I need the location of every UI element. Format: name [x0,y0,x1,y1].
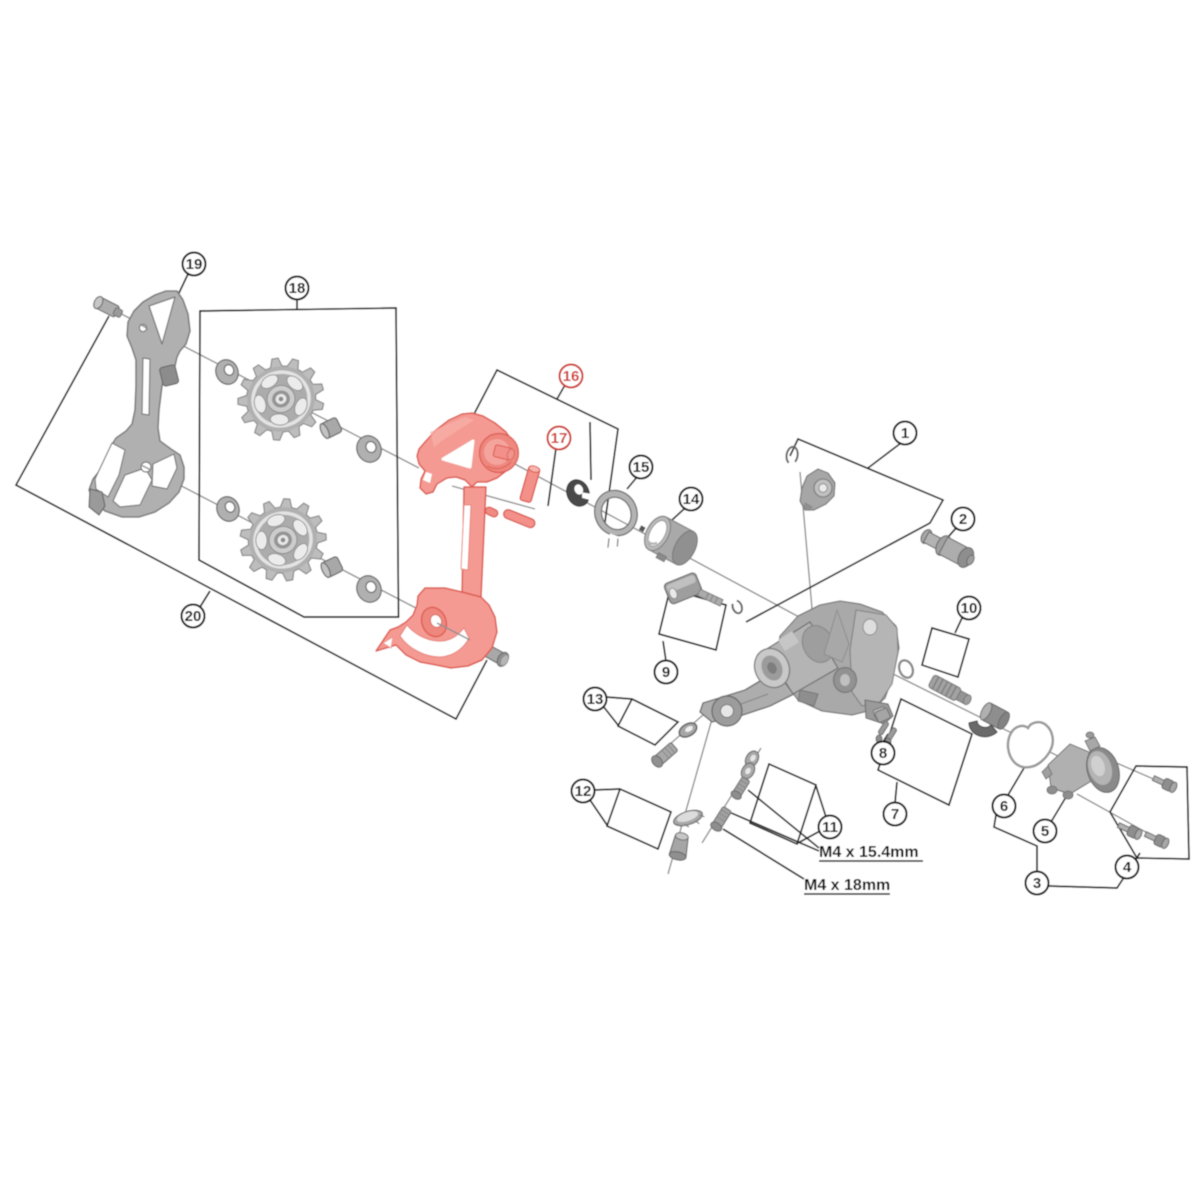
svg-text:4: 4 [1123,859,1132,876]
svg-text:14: 14 [683,491,700,508]
svg-text:13: 13 [587,691,604,708]
svg-text:12: 12 [575,783,592,800]
svg-text:M4 x 18mm: M4 x 18mm [804,877,890,894]
svg-text:19: 19 [186,256,203,273]
svg-text:15: 15 [633,459,650,476]
svg-text:20: 20 [185,608,202,625]
svg-text:6: 6 [1000,798,1008,815]
svg-text:M4 x 15.4mm: M4 x 15.4mm [819,844,919,861]
svg-text:17: 17 [551,430,568,447]
svg-text:5: 5 [1041,823,1049,840]
svg-text:2: 2 [959,511,967,528]
svg-text:1: 1 [901,425,909,442]
svg-text:3: 3 [1033,875,1041,892]
svg-text:10: 10 [961,600,978,617]
svg-text:11: 11 [822,819,838,836]
svg-text:9: 9 [662,664,670,681]
svg-text:7: 7 [891,806,899,823]
svg-text:16: 16 [563,368,580,385]
svg-text:8: 8 [879,745,887,762]
svg-text:18: 18 [289,280,306,297]
